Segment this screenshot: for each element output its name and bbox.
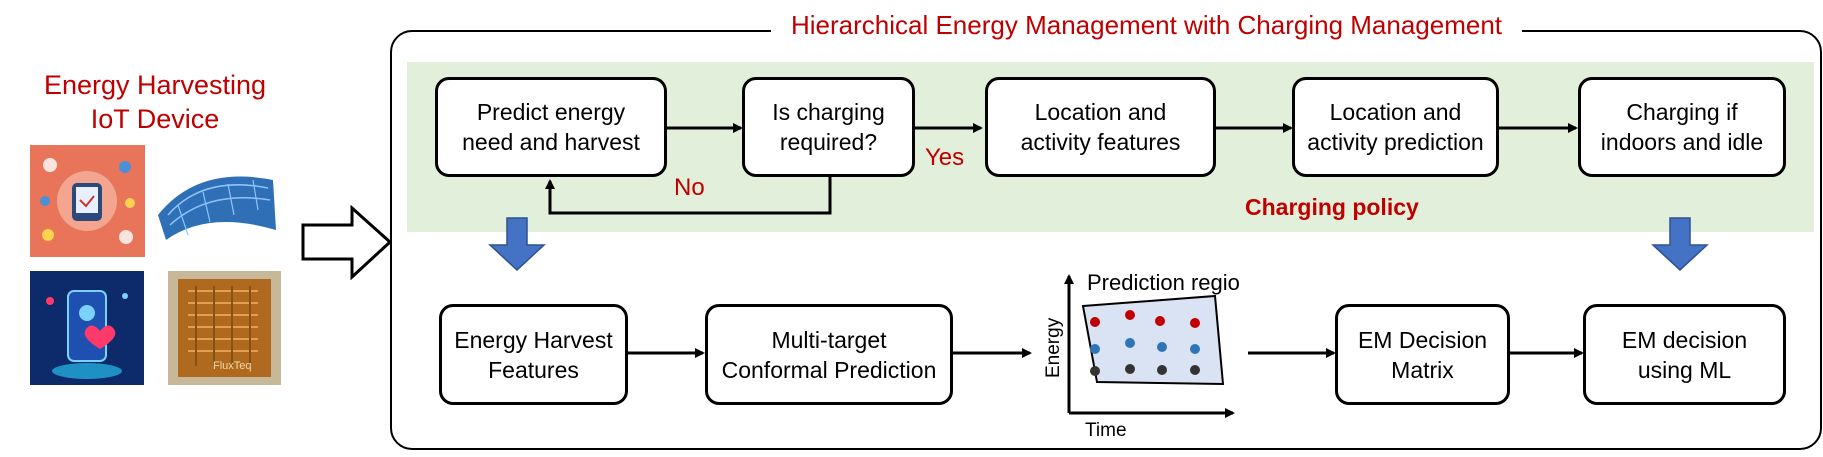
predict-energy-box: Predict energy need and harvest [435, 77, 667, 177]
blue-down-arrow-left-icon [488, 217, 546, 272]
hollow-right-arrow-icon [301, 205, 393, 280]
is-charging-box: Is charging required? [742, 77, 915, 177]
point-black-2 [1125, 364, 1135, 374]
em-decision-matrix-box: EM Decision Matrix [1335, 304, 1510, 405]
points-blue [1090, 338, 1200, 354]
point-black-4 [1190, 365, 1200, 375]
point-blue-1 [1090, 344, 1100, 354]
charging-policy-label: Charging policy [1245, 194, 1419, 220]
blue-down-arrow-right-icon [1651, 217, 1709, 272]
teg-harvester-image: FluxTeq [168, 271, 281, 385]
point-red-2 [1125, 310, 1135, 320]
point-black-3 [1157, 365, 1167, 375]
energy-harvest-features-box: Energy Harvest Features [439, 304, 628, 405]
device-title-line2: IoT Device [90, 104, 220, 134]
point-red-3 [1155, 316, 1165, 326]
teg-brand-text: FluxTeq [213, 360, 252, 372]
arrow-no-loop [545, 177, 832, 215]
point-red-4 [1190, 318, 1200, 328]
point-black-1 [1090, 366, 1100, 376]
smartphone-heart-image [30, 271, 144, 385]
no-label: No [674, 174, 705, 201]
location-prediction-box: Location and activity prediction [1292, 77, 1499, 177]
points-black [1090, 364, 1200, 376]
yes-label: Yes [925, 144, 965, 171]
frame-title: Hierarchical Energy Management with Char… [770, 10, 1523, 41]
prediction-region-polygon [1081, 294, 1225, 386]
plot-xlabel: Time [1085, 420, 1127, 438]
device-title-line1: Energy Harvesting [43, 70, 267, 100]
points-red [1090, 310, 1200, 328]
prediction-region-plot: Prediction region Time Energy [1043, 270, 1240, 438]
em-decision-ml-box: EM decision using ML [1583, 304, 1786, 405]
conformal-prediction-box: Multi-target Conformal Prediction [705, 304, 953, 405]
device-title: Energy Harvesting IoT Device [20, 68, 290, 136]
point-blue-3 [1157, 342, 1167, 352]
point-blue-2 [1125, 338, 1135, 348]
plot-ylabel: Energy [1043, 317, 1064, 378]
location-features-box: Location and activity features [985, 77, 1216, 177]
solar-panel-image [148, 160, 283, 245]
point-blue-4 [1190, 344, 1200, 354]
point-red-1 [1090, 317, 1100, 327]
charging-if-idle-box: Charging if indoors and idle [1578, 77, 1786, 177]
plot-title: Prediction region [1087, 270, 1240, 295]
wearable-health-image [30, 145, 145, 257]
frame-title-wrap: Hierarchical Energy Management with Char… [0, 10, 1823, 41]
